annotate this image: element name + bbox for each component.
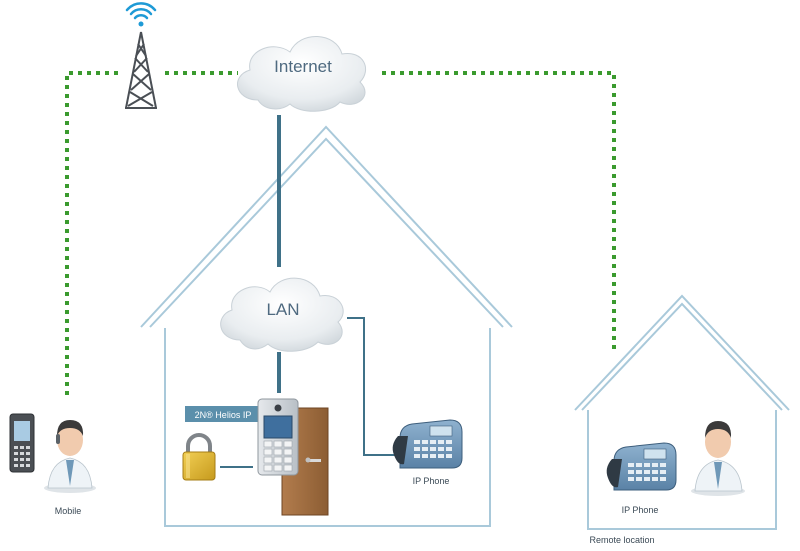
ip-phone-remote-label: IP Phone — [622, 505, 659, 515]
wireless-link — [65, 71, 616, 395]
remote-location-label: Remote location — [589, 535, 654, 545]
desk-phone-icon-main — [392, 419, 463, 469]
internet-cloud-icon: Internet — [237, 36, 366, 112]
wired-link-lan-phone — [347, 317, 395, 456]
mobile-phone-icon — [9, 413, 35, 473]
lan-cloud-icon: LAN — [220, 277, 344, 352]
intercom-icon — [257, 398, 299, 476]
wireless-link-internet-remote — [382, 71, 616, 352]
desk-phone-icon-remote — [606, 442, 677, 491]
remote-house — [574, 294, 790, 530]
main-house — [140, 125, 513, 527]
person-icon-mobile — [44, 420, 96, 493]
wifi-signal-icon — [125, 2, 157, 27]
cell-tower-icon — [125, 31, 157, 109]
wireless-link-tower-left — [65, 71, 120, 395]
helios-label: 2N® Helios IP — [195, 410, 252, 420]
lan-label: LAN — [266, 300, 299, 319]
person-icon-remote — [691, 421, 745, 496]
internet-label: Internet — [274, 57, 332, 76]
lock-icon — [182, 433, 216, 481]
mobile-label: Mobile — [55, 506, 82, 516]
wired-link — [220, 115, 395, 468]
ip-phone-main-label: IP Phone — [413, 476, 450, 486]
helios-label-bg — [185, 406, 262, 422]
